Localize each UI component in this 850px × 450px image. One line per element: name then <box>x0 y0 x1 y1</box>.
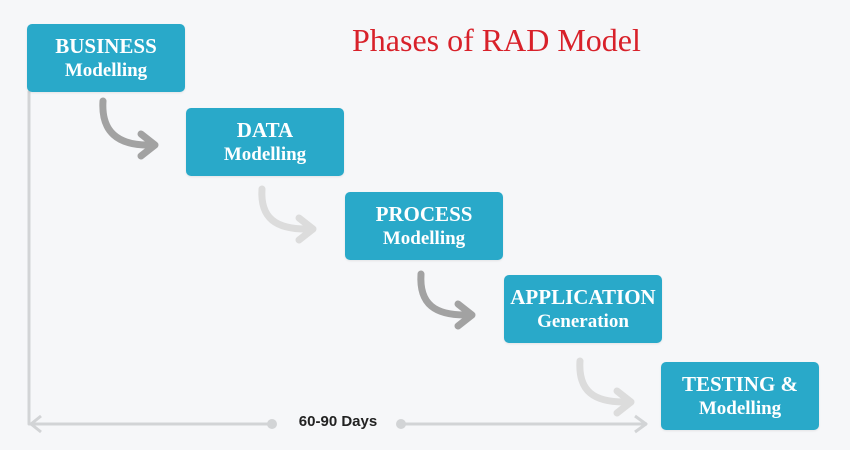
timeline-dot-left <box>267 419 277 429</box>
phase-box-data-modelling: DATA Modelling <box>186 108 344 176</box>
phase-box-process-modelling: PROCESS Modelling <box>345 192 503 260</box>
phase-subtitle: Modelling <box>382 227 466 249</box>
phase-box-application-generation: APPLICATION Generation <box>504 275 662 343</box>
phase-title: TESTING & <box>681 371 799 396</box>
step-arrow <box>99 97 159 160</box>
duration-label: 60-90 Days <box>298 413 378 430</box>
phase-subtitle: Modelling <box>698 397 782 419</box>
timeline-arrowhead-right <box>634 414 648 434</box>
timeline-arrowhead-left <box>29 414 42 434</box>
phase-title: BUSINESS <box>55 33 157 58</box>
timeline-dot-right <box>396 419 406 429</box>
phase-title: DATA <box>236 117 294 142</box>
phase-box-business-modelling: BUSINESS Modelling <box>27 24 185 92</box>
phase-title: APPLICATION <box>510 284 656 309</box>
step-arrow <box>258 185 317 244</box>
phase-title: PROCESS <box>375 201 473 226</box>
phase-subtitle: Modelling <box>64 59 148 81</box>
phase-box-testing-modelling: TESTING & Modelling <box>661 362 819 430</box>
diagram-title: Phases of RAD Model <box>352 22 641 58</box>
step-arrow <box>417 270 476 330</box>
phase-subtitle: Modelling <box>223 143 307 165</box>
phase-subtitle: Generation <box>537 310 629 332</box>
step-arrow <box>576 357 635 417</box>
